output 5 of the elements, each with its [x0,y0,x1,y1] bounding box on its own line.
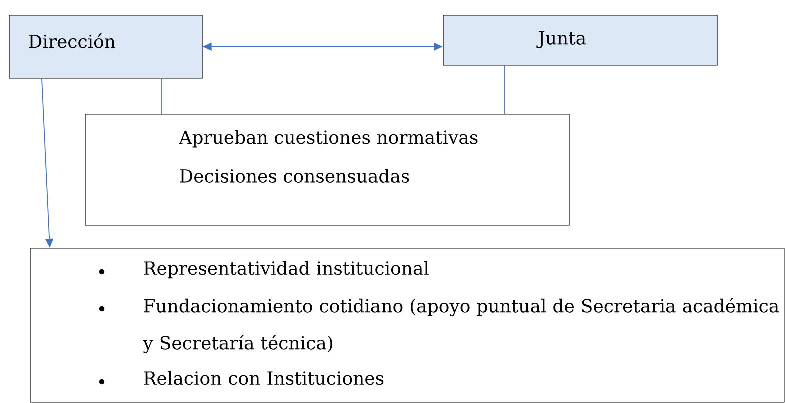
connector-line [504,65,506,114]
process-box: Aprueban cuestiones normativas Decisiones consensuadas [85,114,570,226]
list-box: Representatividad institucional Fundacionamiento cotidiano (apoyo puntual de Secretaria académica y Secretaría técnica) Relacion con Instituciones [30,248,785,403]
process-box: Dirección [9,15,203,79]
process-box: Junta [443,15,718,66]
